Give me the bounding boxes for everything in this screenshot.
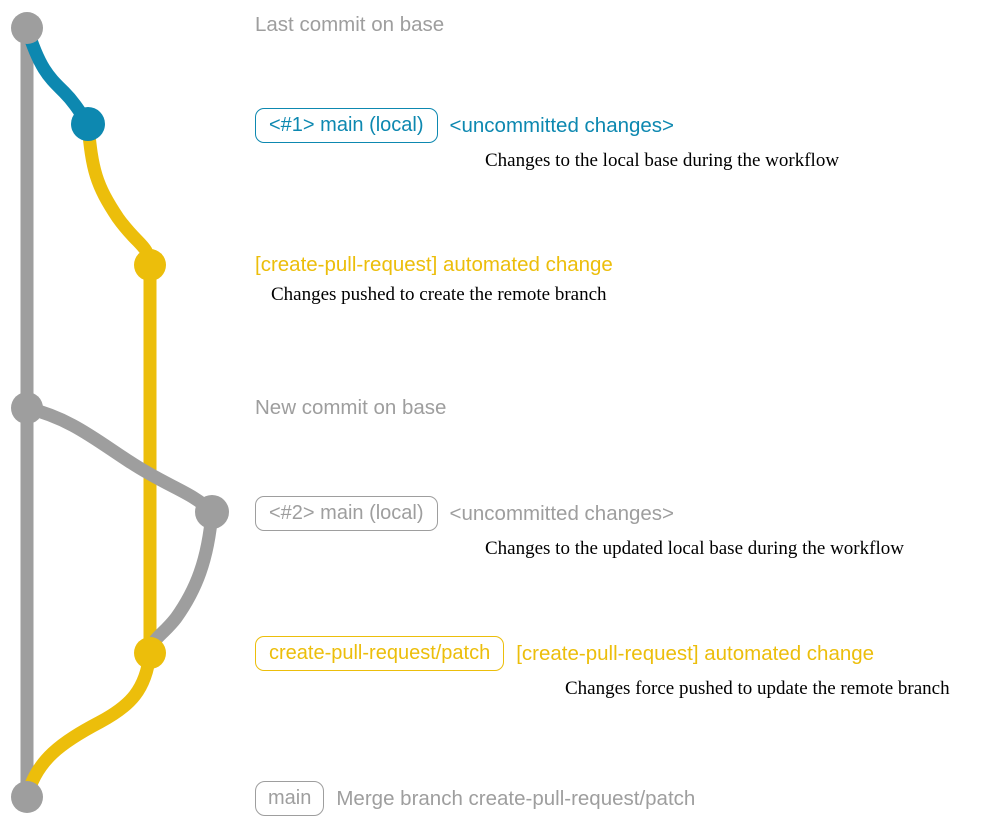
commit-row-local-1: <#1> main (local) <uncommitted changes> … xyxy=(255,108,839,172)
commit-note: Changes force pushed to update the remot… xyxy=(565,678,950,699)
commit-subject: Last commit on base xyxy=(255,13,445,36)
commit-note: Changes to the local base during the wor… xyxy=(485,150,840,171)
commit-subject: [create-pull-request] automated change xyxy=(255,253,613,276)
commit-row-new-commit-on-base: New commit on base xyxy=(255,396,446,420)
commit-row-local-2: <#2> main (local) <uncommitted changes> … xyxy=(255,496,904,560)
commit-subject: [create-pull-request] automated change xyxy=(516,641,875,665)
commit-subject: Merge branch create-pull-request/patch xyxy=(336,786,696,810)
commit-subject: <uncommitted changes> xyxy=(449,501,675,525)
edge-base-to-local-2 xyxy=(20,401,219,519)
ref-badge-main-local-1[interactable]: <#1> main (local) xyxy=(255,108,438,143)
node-base-last-commit xyxy=(11,12,43,44)
commit-note: Changes to the updated local base during… xyxy=(485,538,904,559)
node-local-2 xyxy=(195,495,229,529)
commit-row-automated-change-2: create-pull-request/patch [create-pull-r… xyxy=(255,636,950,700)
ref-badge-main-local-2[interactable]: <#2> main (local) xyxy=(255,496,438,531)
commit-row-last-commit-on-base: Last commit on base xyxy=(255,13,444,37)
node-local-1 xyxy=(71,107,105,141)
edge-local-1-to-patch-1 xyxy=(81,117,157,272)
ref-badge-main[interactable]: main xyxy=(255,781,325,816)
commit-row-merge: main Merge branch create-pull-request/pa… xyxy=(255,781,695,816)
node-patch-2 xyxy=(134,637,166,669)
ref-badge-create-pull-request-patch[interactable]: create-pull-request/patch xyxy=(255,636,505,671)
node-base-new-commit xyxy=(11,392,43,424)
commit-subject: <uncommitted changes> xyxy=(449,113,675,137)
node-merge xyxy=(11,781,43,813)
commit-nodes xyxy=(11,12,229,813)
edge-patch-2-to-merge xyxy=(20,646,157,804)
commit-note: Changes pushed to create the remote bran… xyxy=(271,284,607,305)
commit-row-automated-change-1: [create-pull-request] automated change C… xyxy=(255,253,613,306)
node-patch-1 xyxy=(134,249,166,281)
commit-subject: New commit on base xyxy=(255,396,447,419)
